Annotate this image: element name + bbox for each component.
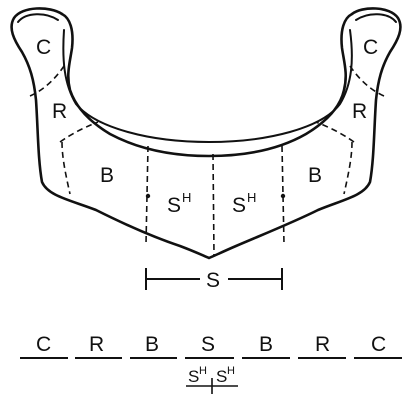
- legend-sub-right-base: S: [216, 367, 227, 386]
- left-body-label: B: [100, 164, 114, 187]
- right-half-symphysis-base: S: [232, 194, 246, 217]
- left-ramus-boundary: [60, 122, 98, 142]
- legend-sub-right-superscript: H: [227, 365, 235, 377]
- alveolar-line: [63, 30, 352, 142]
- legend-item-1: C: [36, 333, 51, 356]
- right-ramus-label: R: [352, 100, 367, 123]
- legend-sub-left-superscript: H: [199, 365, 207, 377]
- left-condyle-head: [18, 14, 58, 22]
- right-dot: [281, 194, 285, 198]
- legend-item-3: B: [145, 333, 159, 356]
- right-condyle-head: [356, 14, 396, 22]
- right-body-label: B: [308, 164, 322, 187]
- right-half-symphysis-superscript: H: [247, 190, 256, 205]
- legend-item-6: R: [315, 333, 330, 356]
- left-body-vertical: [62, 142, 70, 194]
- left-half-symphysis-label: S H: [167, 190, 191, 217]
- left-ramus-label: R: [52, 100, 67, 123]
- left-condyle-label: C: [36, 36, 51, 59]
- legend-item-2: R: [89, 333, 104, 356]
- legend-item-7: C: [371, 333, 386, 356]
- left-half-symphysis-base: S: [167, 194, 181, 217]
- left-half-symphysis-superscript: H: [182, 190, 191, 205]
- left-notch-outline: [62, 14, 352, 156]
- legend-sub-left-base: S: [188, 367, 199, 386]
- right-condyle-label: C: [363, 36, 378, 59]
- region-boundaries: [30, 66, 384, 256]
- legend-item-5: B: [259, 333, 273, 356]
- right-ramus-boundary: [316, 122, 354, 142]
- midline: [213, 154, 214, 256]
- legend-item-4: S: [201, 333, 215, 356]
- left-dot: [146, 194, 150, 198]
- mandible-figure: [12, 8, 401, 258]
- right-half-symphysis-label: S H: [232, 190, 256, 217]
- right-body-vertical: [344, 142, 352, 194]
- legend-row: C R B S B R C: [36, 333, 386, 356]
- measure-label: S: [206, 269, 220, 292]
